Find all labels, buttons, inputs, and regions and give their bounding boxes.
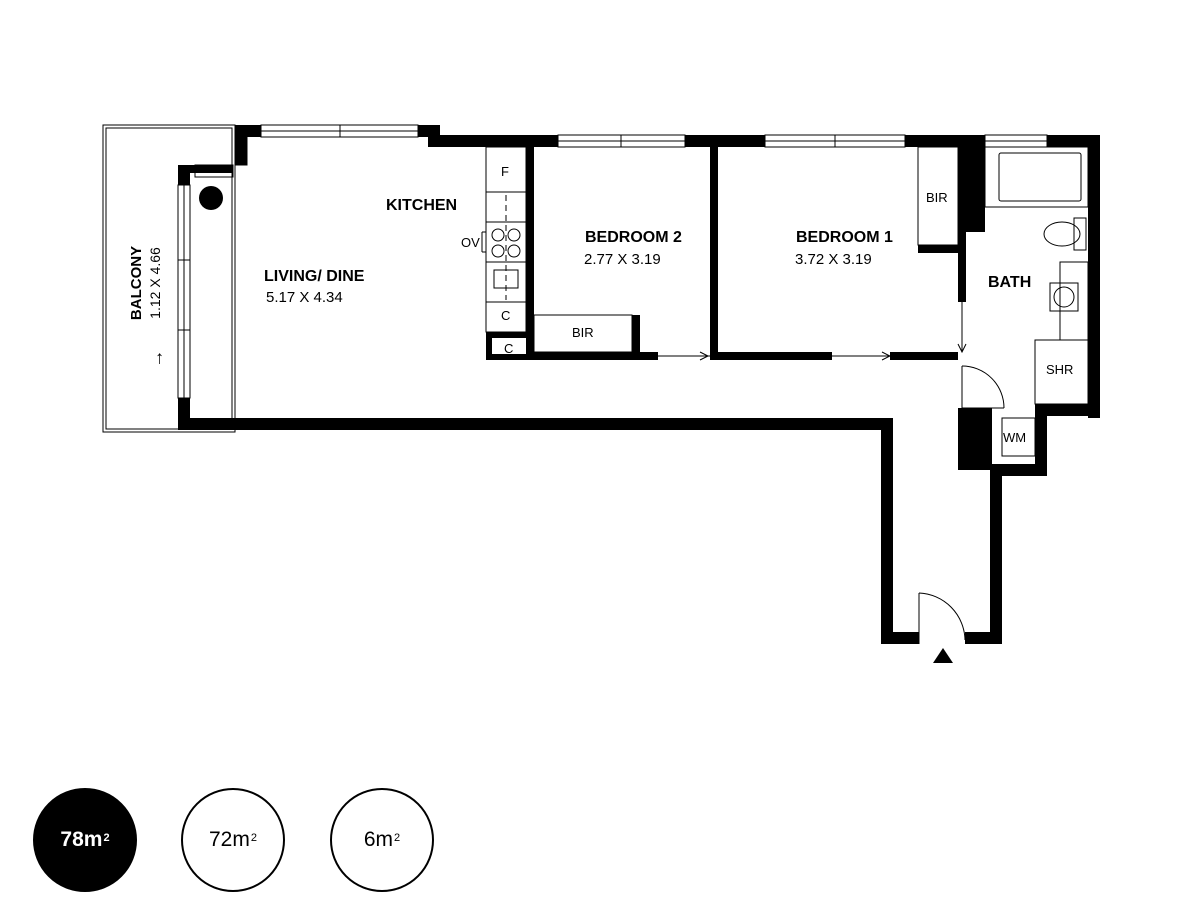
bir-bed2-label: BIR <box>572 325 594 340</box>
bedroom2-label: BEDROOM 2 <box>585 229 682 246</box>
fridge-label: F <box>501 164 509 179</box>
windows <box>177 124 1048 399</box>
internal-area-value: 72m <box>209 828 250 851</box>
balcony-label: BALCONY 1.12 X 4.66 <box>128 223 168 343</box>
balcony-name: BALCONY <box>128 245 145 321</box>
balcony-arrow-icon: → <box>146 349 167 368</box>
oven-label: OV <box>461 235 480 250</box>
internal-area-unit: 2 <box>250 832 257 844</box>
bedroom1-dims: 3.72 X 3.19 <box>795 251 872 268</box>
wm-label: WM <box>1003 430 1027 445</box>
cupboard-label-1: C <box>501 308 511 323</box>
storage-fixtures <box>533 146 959 353</box>
bath-label: BATH <box>988 274 1032 291</box>
kitchen-fixtures <box>199 146 527 333</box>
total-area-unit: 2 <box>103 832 110 844</box>
bir-bed1-label: BIR <box>926 190 948 205</box>
kitchen-label: KITCHEN <box>386 197 458 214</box>
bedroom1-label: BEDROOM 1 <box>796 229 893 246</box>
living-dims: 5.17 X 4.34 <box>266 289 343 306</box>
external-area-unit: 2 <box>394 832 401 844</box>
doors <box>658 302 1005 663</box>
bedroom2-dims: 2.77 X 3.19 <box>584 251 661 268</box>
bath-fixtures <box>984 146 1089 457</box>
external-area-value: 6m <box>363 828 394 851</box>
shower-label: SHR <box>1046 362 1074 377</box>
interior-walls <box>486 147 992 470</box>
cupboard-label-2: C <box>504 341 514 356</box>
balcony-outline <box>102 124 236 433</box>
total-area-value: 78m <box>60 828 103 851</box>
balcony-dims: 1.12 X 4.66 <box>147 247 163 319</box>
living-label: LIVING/ DINE <box>264 268 365 285</box>
exterior-walls <box>178 125 1100 644</box>
